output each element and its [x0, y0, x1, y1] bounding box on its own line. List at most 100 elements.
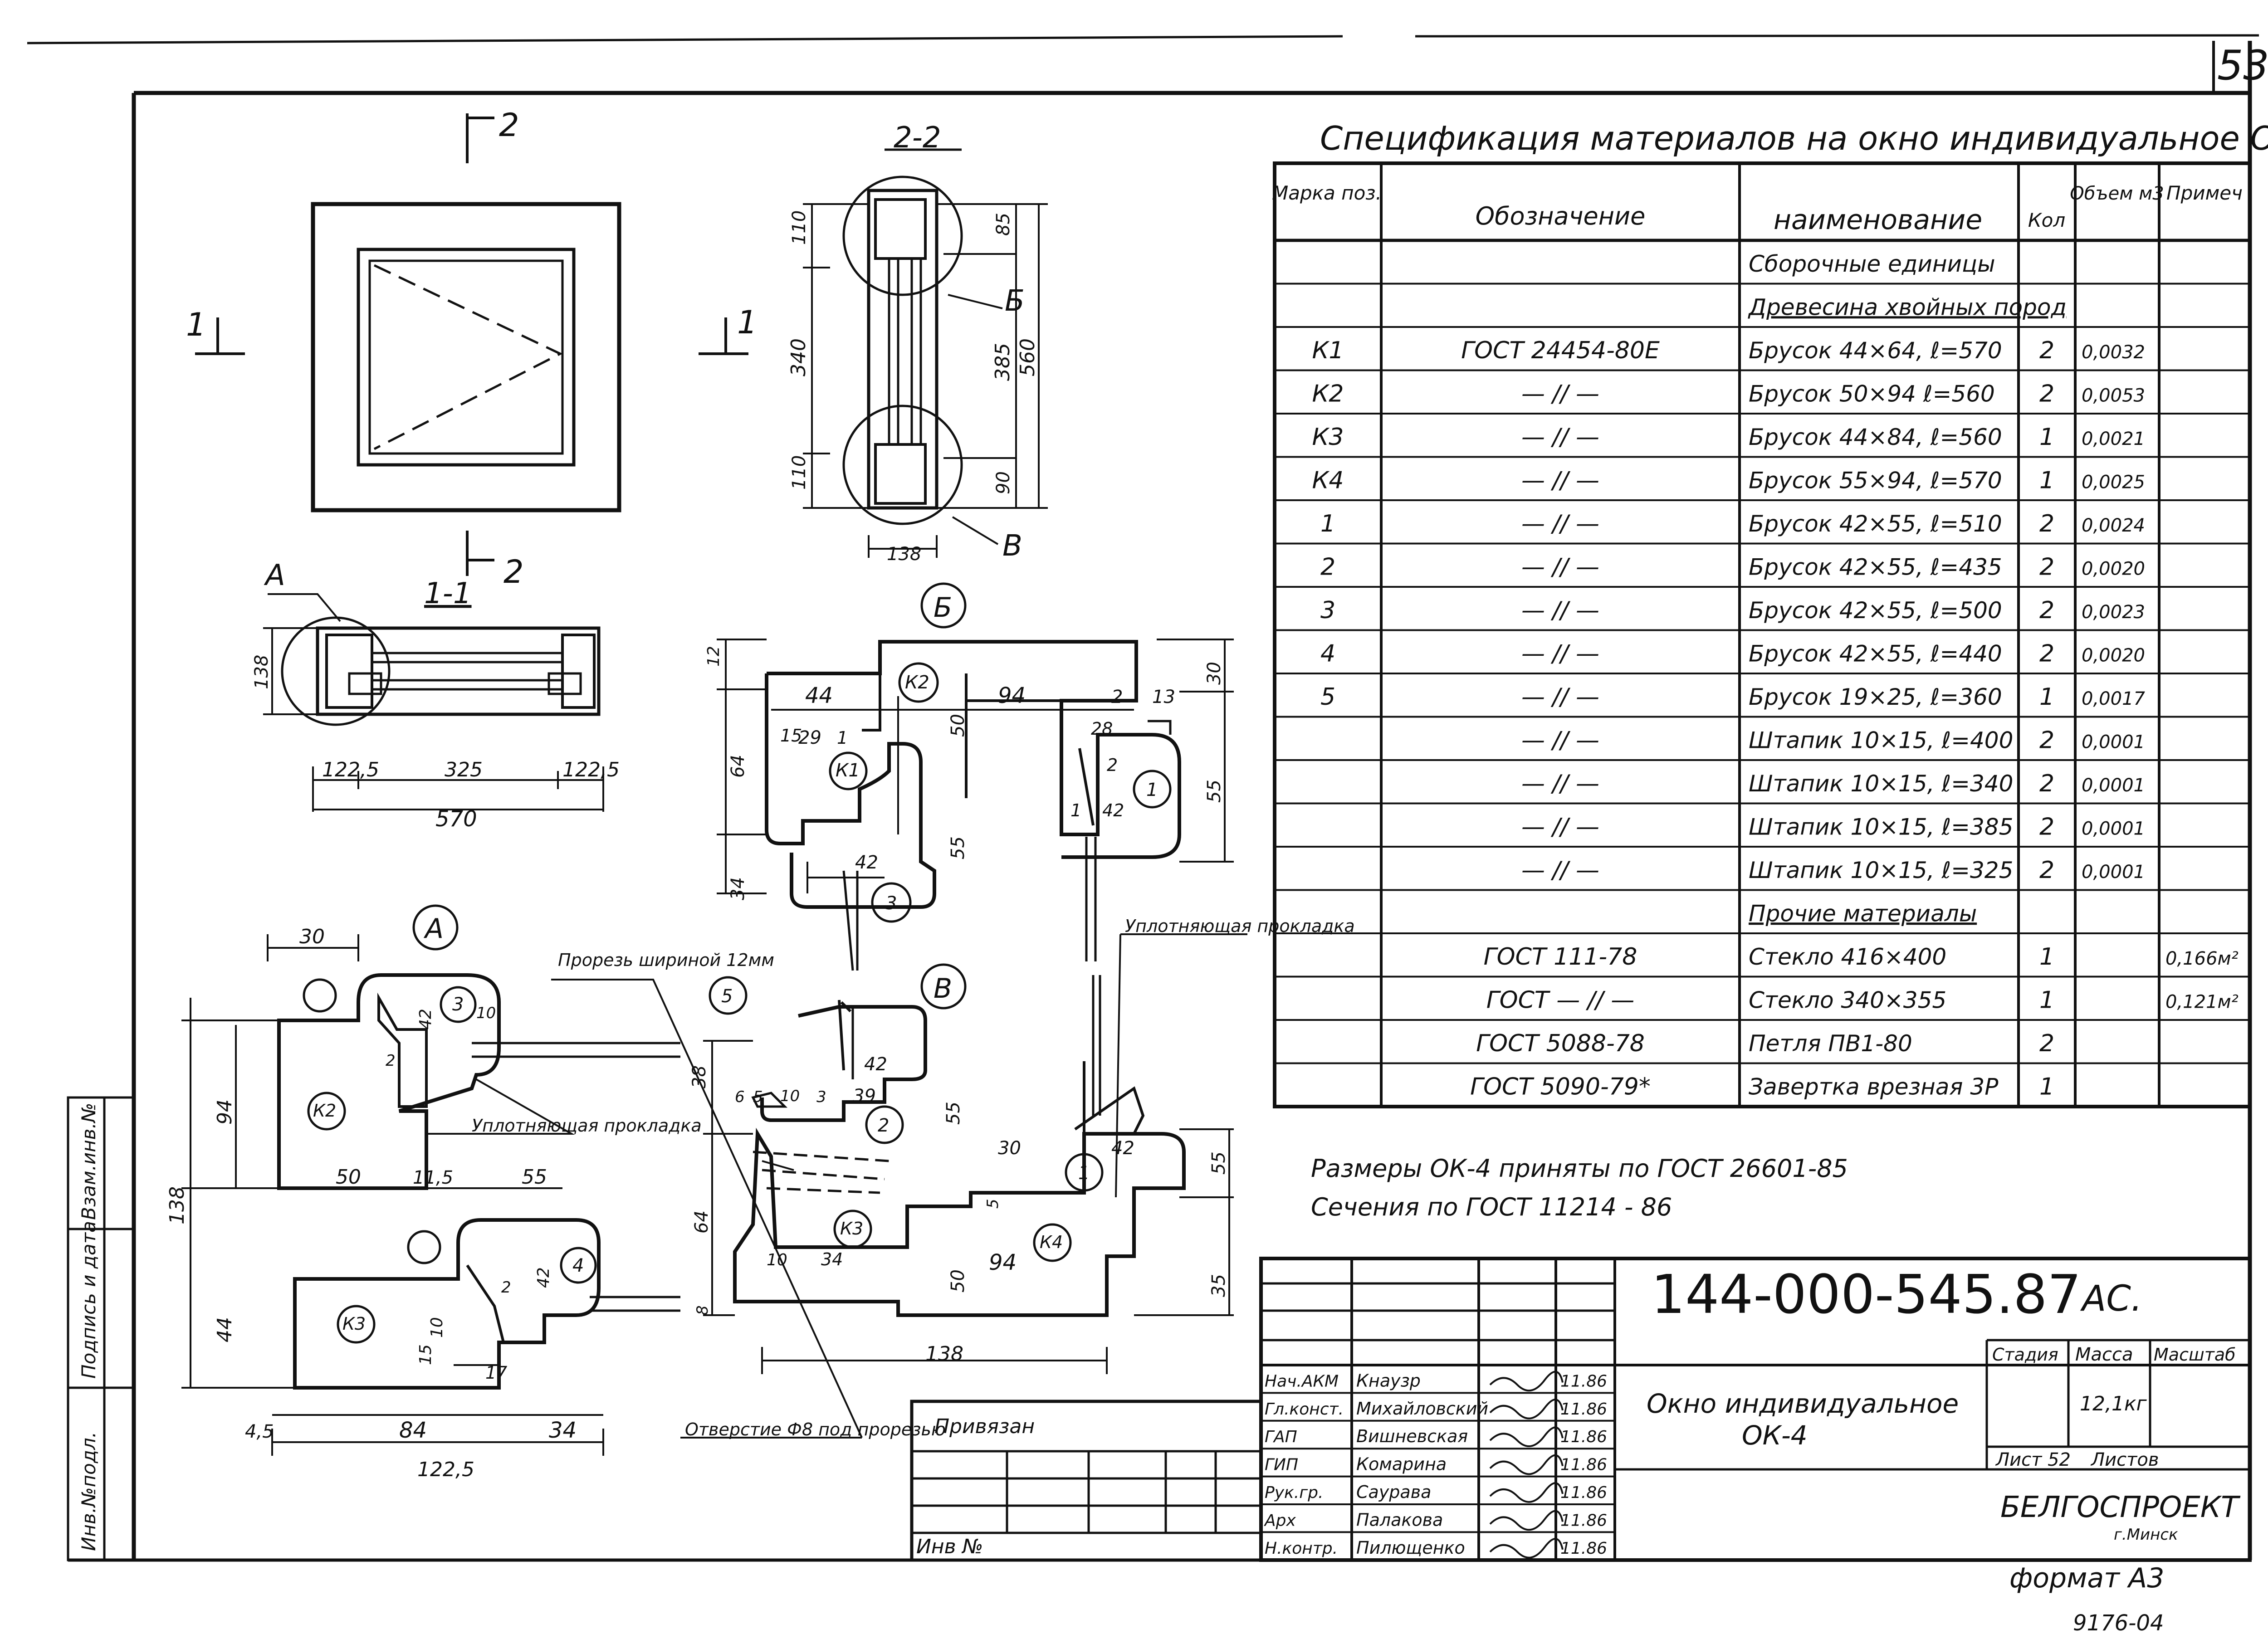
- spec-cell-r8-c4: 0,0023: [2082, 602, 2145, 623]
- side-strip-inv: Инв.№подл.: [78, 1432, 100, 1551]
- detail-v-title: В: [934, 973, 952, 1005]
- db-dim-1a: 1: [837, 728, 848, 748]
- signature-mark: [1489, 1454, 1564, 1475]
- role-title: Рук.гр.: [1265, 1483, 1323, 1502]
- role-name: Вишневская: [1356, 1426, 1468, 1446]
- window-elevation: [195, 113, 748, 576]
- db-dim-64: 64: [728, 755, 748, 778]
- spec-cell-r4-c4: 0,0021: [2082, 429, 2145, 449]
- spec-cell-r5-c3: 1: [2039, 467, 2054, 494]
- role-date: 11.86: [1560, 1483, 1607, 1502]
- inv-label: Инв №: [916, 1535, 983, 1558]
- db-dim-94: 94: [998, 683, 1026, 708]
- part-k2-b: К2: [905, 672, 929, 693]
- spec-header-0: Марка поз.: [1272, 182, 1382, 204]
- da-dim-55: 55: [522, 1166, 547, 1189]
- spec-cell-r9-c2: Брусок 42×55, ℓ=440: [1749, 640, 2002, 667]
- da-dim-15: 15: [416, 1344, 435, 1365]
- sheet-label: Лист 52: [1995, 1449, 2071, 1470]
- spec-cell-r16-c2: Стекло 416×400: [1749, 944, 1946, 970]
- part-k2-a: К2: [313, 1101, 336, 1121]
- dv-dim-3: 3: [816, 1088, 826, 1106]
- spec-cell-r2-c3: 2: [2039, 337, 2054, 364]
- spec-cell-r10-c2: Брусок 19×25, ℓ=360: [1749, 684, 2002, 710]
- detail-b: [717, 582, 1234, 971]
- role-name: Пилющенко: [1356, 1538, 1465, 1558]
- spec-cell-r7-c0: 2: [1320, 553, 1335, 580]
- db-dim-42a: 42: [855, 852, 878, 873]
- section-2-2-title: 2-2: [894, 121, 941, 155]
- da-dim-84: 84: [399, 1418, 427, 1443]
- spec-cell-r6-c2: Брусок 42×55, ℓ=510: [1749, 511, 2002, 537]
- dv-dim-38: 38: [689, 1065, 710, 1088]
- detail-b-callout: Б: [1005, 284, 1025, 318]
- db-dim-50: 50: [948, 714, 968, 737]
- da-dim-42b: 42: [534, 1267, 553, 1288]
- stage-label: Стадия: [1992, 1345, 2058, 1365]
- da-dim-44: 44: [213, 1317, 236, 1342]
- spec-header-3: Кол: [2028, 209, 2065, 231]
- spec-cell-r14-c4: 0,0001: [2082, 862, 2145, 883]
- spec-cell-r4-c0: К3: [1312, 424, 1344, 451]
- spec-cell-r6-c3: 2: [2039, 510, 2054, 537]
- spec-cell-r5-c0: К4: [1312, 467, 1344, 494]
- db-dim-42b: 42: [1102, 800, 1124, 820]
- org-name: БЕЛГОСПРОЕКТ: [2000, 1491, 2241, 1524]
- role-name: Кнаузр: [1356, 1371, 1421, 1390]
- elev-dim-left: 122,5: [322, 758, 379, 781]
- spec-cell-r6-c1: — // —: [1521, 510, 1599, 537]
- elev-dim-right: 122,5: [562, 758, 620, 781]
- signature-mark: [1489, 1538, 1564, 1559]
- sheet-number: 53: [2217, 42, 2268, 89]
- side-strip: [67, 1096, 135, 1561]
- spec-cell-r3-c4: 0,0053: [2082, 385, 2145, 406]
- spec-cell-r7-c3: 2: [2039, 553, 2054, 580]
- doc-code: 144-000-545.87: [1651, 1263, 2082, 1326]
- detail-a-title: А: [423, 913, 444, 945]
- db-dim-12: 12: [704, 646, 723, 667]
- part-2-v: 2: [878, 1115, 889, 1136]
- spec-cell-r12-c1: — // —: [1521, 770, 1599, 797]
- da-dim-17: 17: [485, 1363, 507, 1383]
- s22-dim-560: 560: [1016, 338, 1039, 376]
- s22-dim-340: 340: [787, 338, 810, 376]
- dv-dim-10a: 10: [780, 1087, 800, 1105]
- doc-code-suffix: АС.: [2080, 1278, 2142, 1319]
- dv-dim-50: 50: [948, 1269, 968, 1293]
- spec-cell-r19-c3: 1: [2039, 1073, 2054, 1100]
- spec-cell-r15-c2: Прочие материалы: [1749, 900, 1977, 927]
- dv-dim-35: 35: [1208, 1274, 1229, 1297]
- s22-dim-110-bot: 110: [789, 455, 810, 490]
- spec-cell-r5-c1: — // —: [1521, 467, 1599, 494]
- privyazan-label: Привязан: [934, 1415, 1035, 1438]
- dv-dim-138: 138: [925, 1342, 963, 1366]
- spec-cell-r12-c4: 0,0001: [2082, 775, 2145, 796]
- s22-dim-85: 85: [993, 213, 1014, 236]
- part-2-b: 3: [885, 893, 897, 914]
- dv-dim-6: 6: [735, 1088, 745, 1106]
- spec-cell-r14-c1: — // —: [1521, 857, 1599, 884]
- detail-a: [181, 904, 680, 1456]
- dv-dim-64: 64: [691, 1210, 712, 1234]
- da-dim-34: 34: [549, 1418, 577, 1443]
- spec-cell-r9-c0: 4: [1320, 640, 1335, 667]
- spec-header-1: Обозначение: [1476, 202, 1646, 230]
- role-date: 11.86: [1560, 1400, 1607, 1419]
- detail-b-title: Б: [934, 592, 952, 624]
- slot-label: Прорезь шириной 12мм: [558, 950, 774, 970]
- spec-cell-r5-c4: 0,0025: [2082, 472, 2145, 493]
- da-dim-50: 50: [336, 1166, 361, 1189]
- spec-cell-r12-c3: 2: [2039, 770, 2054, 797]
- part-1-b: 1: [1146, 780, 1158, 800]
- spec-cell-r11-c3: 2: [2039, 727, 2054, 754]
- spec-cell-r9-c4: 0,0020: [2082, 645, 2145, 666]
- db-dim-30: 30: [1204, 662, 1225, 685]
- spec-cell-r16-c3: 1: [2039, 943, 2054, 971]
- spec-cell-r13-c2: Штапик 10×15, ℓ=385: [1749, 814, 2013, 840]
- section-1-1-title: 1-1: [424, 577, 472, 610]
- role-title: Гл.конст.: [1265, 1400, 1344, 1419]
- seal-leader-1: [1115, 933, 1247, 1198]
- signature-mark: [1489, 1371, 1564, 1392]
